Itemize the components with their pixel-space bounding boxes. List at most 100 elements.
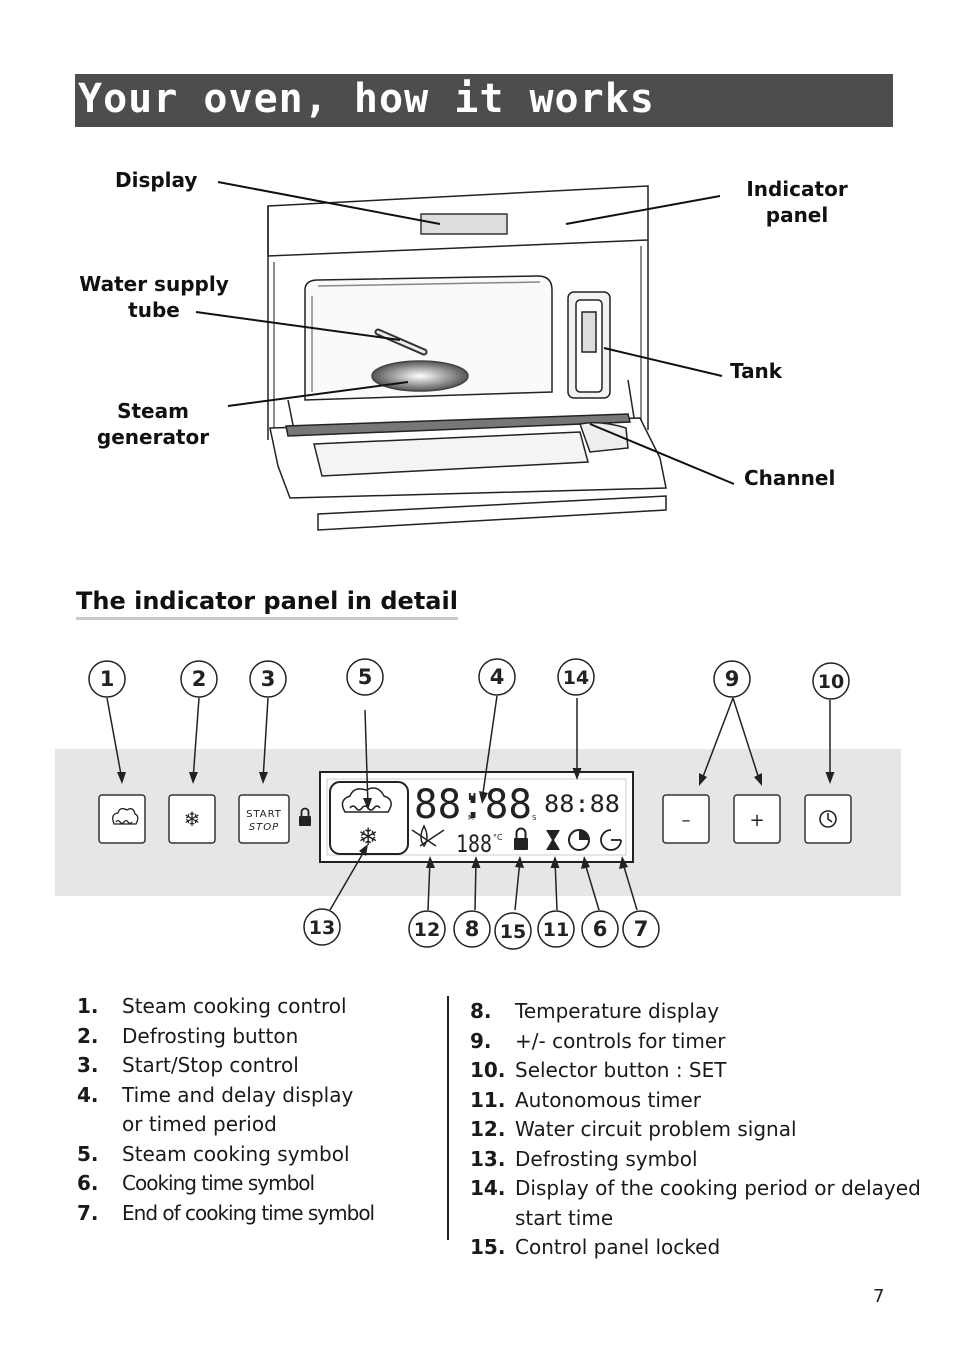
legend-text: Cooking time symbol bbox=[122, 1171, 315, 1195]
legend-text: Start/Stop control bbox=[122, 1053, 299, 1077]
legend-item: 12.Water circuit problem signal bbox=[470, 1115, 921, 1145]
callout-1: 1 bbox=[88, 660, 126, 698]
second-marker: S bbox=[532, 814, 537, 822]
legend-number: 3. bbox=[77, 1053, 99, 1077]
callout-number: 2 bbox=[192, 667, 207, 691]
legend-item: 2.Defrosting button bbox=[77, 1022, 374, 1052]
legend-item: or timed period bbox=[77, 1110, 374, 1140]
callout-11: 11 bbox=[537, 910, 575, 948]
legend-number: 5. bbox=[77, 1141, 99, 1166]
legend-number: 4. bbox=[77, 1082, 99, 1107]
legend-text: or timed period bbox=[122, 1112, 277, 1136]
legend-number: 15. bbox=[470, 1235, 506, 1259]
legend-text: Water circuit problem signal bbox=[515, 1117, 797, 1141]
legend-number: 1. bbox=[77, 994, 99, 1018]
callout-number: 14 bbox=[563, 667, 589, 689]
plus-button[interactable]: + bbox=[733, 794, 781, 844]
legend-number bbox=[77, 1110, 122, 1140]
minute-marker: M bbox=[468, 814, 474, 822]
callout-number: 3 bbox=[261, 667, 276, 691]
legend-text: Defrosting symbol bbox=[515, 1146, 698, 1171]
legend-text: Steam cooking symbol bbox=[122, 1141, 350, 1166]
legend-item: 11. Autonomous timer bbox=[470, 1086, 921, 1116]
callout-5: 5 bbox=[346, 658, 384, 696]
legend-text: Display of the cooking period or delayed bbox=[515, 1176, 921, 1200]
legend-right: 8. Temperature display 9.+/- controls for … bbox=[470, 997, 921, 1263]
hourglass-icon bbox=[546, 830, 560, 850]
legend-text: Control panel locked bbox=[515, 1235, 721, 1259]
legend-item: 14. Display of the cooking period or dela… bbox=[470, 1174, 921, 1204]
stop-label: STOP bbox=[249, 822, 279, 833]
lock-icon bbox=[299, 807, 311, 826]
callout-number: 5 bbox=[358, 665, 373, 689]
section-heading: The indicator panel in detail bbox=[76, 585, 458, 620]
selector-button[interactable] bbox=[804, 794, 852, 844]
start-stop-button[interactable]: START STOP bbox=[238, 794, 290, 844]
start-label: START bbox=[246, 809, 282, 820]
callout-number: 11 bbox=[543, 919, 569, 941]
legend-item: 8. Temperature display bbox=[470, 997, 921, 1027]
callout-number: 9 bbox=[725, 667, 740, 691]
legend-text: Time and delay display bbox=[122, 1082, 354, 1107]
title-bar: Your oven, how it works bbox=[75, 74, 893, 127]
oven-channel bbox=[285, 413, 631, 437]
defrosting-symbol: ❄ bbox=[358, 823, 378, 851]
label-water-supply-tube: Water supply tube bbox=[79, 272, 229, 322]
callout-number: 1 bbox=[100, 667, 115, 691]
label-channel: Channel bbox=[744, 466, 836, 490]
callout-12: 12 bbox=[408, 910, 446, 948]
callout-arrowheads bbox=[117, 768, 835, 869]
legend-number: 11. bbox=[470, 1087, 506, 1112]
steam-button[interactable] bbox=[98, 794, 146, 844]
legend-text: End of cooking time symbol bbox=[122, 1200, 375, 1225]
temp-digits: 188 bbox=[456, 830, 492, 858]
legend-number: 6. bbox=[77, 1171, 99, 1195]
minus-button[interactable]: – bbox=[662, 794, 710, 844]
callout-13: 13 bbox=[303, 908, 341, 946]
cooking-time-icon bbox=[568, 829, 590, 851]
small-digits: 88:88 bbox=[544, 790, 620, 818]
time-digits: 88:88 bbox=[414, 782, 532, 828]
legend-text: +/- controls for timer bbox=[515, 1028, 726, 1053]
clock-icon bbox=[819, 810, 837, 828]
legend-number: 14. bbox=[470, 1176, 506, 1200]
legend-number: 2. bbox=[77, 1023, 99, 1048]
oven-display-window bbox=[420, 213, 508, 235]
callout-number: 15 bbox=[500, 921, 526, 943]
callout-number: 4 bbox=[490, 665, 505, 689]
water-drop-icon bbox=[411, 824, 445, 848]
callout-3: 3 bbox=[249, 660, 287, 698]
callout-number: 12 bbox=[414, 919, 440, 941]
legend-item: 10. Selector button : SET bbox=[470, 1056, 921, 1086]
legend-number bbox=[470, 1204, 515, 1234]
legend-text: Selector button : SET bbox=[515, 1058, 727, 1082]
legend-text: Autonomous timer bbox=[515, 1087, 701, 1112]
callout-7: 7 bbox=[622, 910, 660, 948]
legend-number: 10. bbox=[470, 1058, 506, 1082]
legend-item: 9.+/- controls for timer bbox=[470, 1027, 921, 1057]
snowflake-icon: ❄ bbox=[184, 807, 201, 831]
defrost-button[interactable]: ❄ bbox=[168, 794, 216, 844]
legend-item: 13.Defrosting symbol bbox=[470, 1145, 921, 1175]
legend-item: start time bbox=[470, 1204, 921, 1234]
page-number: 7 bbox=[873, 1286, 885, 1307]
callout-number: 13 bbox=[309, 917, 335, 939]
label-display: Display bbox=[115, 168, 198, 192]
legend-item: 5. Steam cooking symbol bbox=[77, 1140, 374, 1170]
legend-number: 8. bbox=[470, 999, 492, 1023]
callout-4: 4 bbox=[478, 658, 516, 696]
hour-marker: H bbox=[468, 792, 476, 803]
legend-item: 1.Steam cooking control bbox=[77, 992, 374, 1022]
steam-cloud-icon bbox=[112, 807, 139, 825]
callout-number: 8 bbox=[465, 917, 480, 941]
callout-number: 10 bbox=[818, 671, 844, 693]
steam-symbol-frame bbox=[329, 781, 409, 855]
legend-text: Temperature display bbox=[515, 999, 720, 1023]
callout-number: 6 bbox=[593, 917, 608, 941]
oven-steam-generator bbox=[371, 360, 469, 392]
legend-divider bbox=[447, 996, 449, 1240]
svg-text:–: – bbox=[682, 810, 691, 831]
label-steam-generator: Steam generator bbox=[96, 399, 210, 449]
legend-item: 4. Time and delay display bbox=[77, 1081, 374, 1111]
